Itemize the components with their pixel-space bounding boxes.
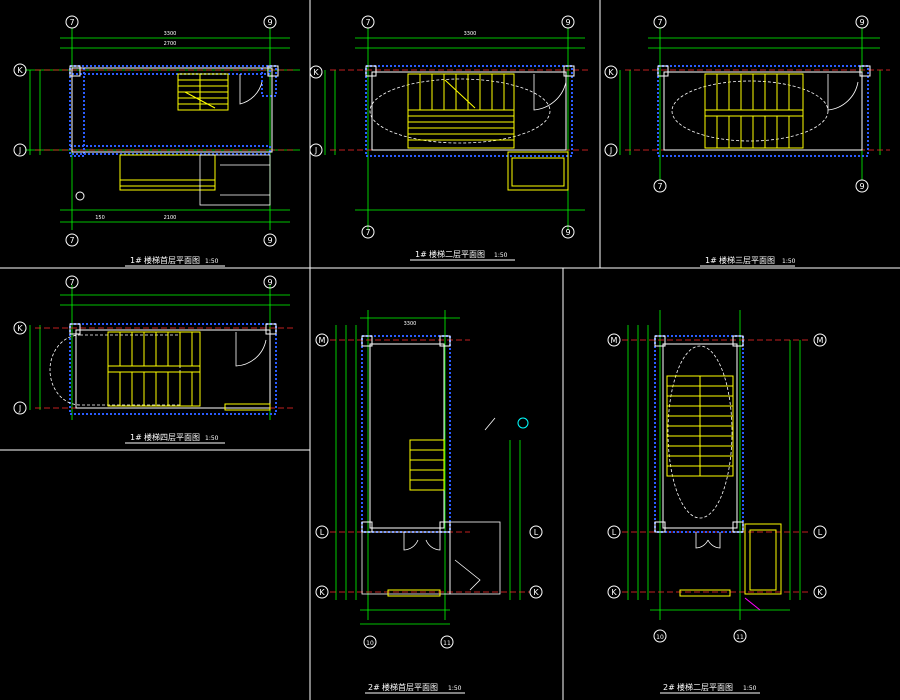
p2-title: 楼梯二层平面图 (429, 249, 485, 259)
p4-title: 楼梯四层平面图 (144, 432, 200, 442)
p5-grid-mid-right: L (534, 528, 539, 537)
p6-scale: 1:50 (743, 685, 757, 692)
p1-dim-top-inner: 2700 (164, 41, 177, 47)
p3-grid-top: K (608, 68, 614, 77)
p3-grid-left-top: 7 (657, 18, 662, 27)
p5-grid-mid: L (320, 528, 325, 537)
p5-grid-right: 11 (443, 640, 451, 647)
p4-title-prefix: 1# (130, 433, 142, 442)
p5-grid-bottom-right: K (533, 588, 539, 597)
p2-scale: 1:50 (494, 252, 508, 259)
panel-6-stair2-second-floor-plan: M L K M L K 10 11 2# 楼梯二层平面图 1:50 (607, 310, 827, 694)
p5-dim-top: 3300 (404, 321, 417, 327)
p3-scale: 1:50 (782, 258, 796, 265)
p4-grid-right: 9 (267, 278, 272, 287)
p4-scale: 1:50 (205, 435, 219, 442)
panel-1-ground-floor-plan: 7 9 7 9 K J 3300 2700 150 2100 1# 楼梯首层平面… (13, 15, 300, 267)
p6-grid-top: M (611, 336, 618, 345)
panel-5-stair2-ground-floor-plan: M L K L K 10 11 3300 2# 楼梯首层平面图 1:50 (315, 310, 543, 694)
p6-grid-top-right: M (817, 336, 824, 345)
p3-title: 楼梯三层平面图 (719, 255, 775, 265)
p5-grid-bottom: K (319, 588, 325, 597)
p2-title-prefix: 1# (415, 250, 427, 259)
p1-grid-bottom: J (18, 146, 21, 155)
p1-grid-left-top: 7 (69, 18, 74, 27)
p2-grid-bottom: J (314, 146, 317, 155)
p6-title-prefix: 2# (663, 683, 675, 692)
p2-grid-left-top: 7 (365, 18, 370, 27)
p3-grid-right-bottom: 9 (859, 182, 864, 191)
p6-grid-bottom-right: K (817, 588, 823, 597)
p2-grid-right-bottom: 9 (565, 228, 570, 237)
p5-scale: 1:50 (448, 685, 462, 692)
p1-grid-right-bottom: 9 (267, 236, 272, 245)
p4-grid-top: K (17, 324, 23, 333)
p5-title-prefix: 2# (368, 683, 380, 692)
p1-grid-top: K (17, 66, 23, 75)
p1-dim-bottom: 150 (95, 215, 105, 221)
p1-grid-right-top: 9 (267, 18, 272, 27)
p6-grid-left: 10 (656, 634, 664, 641)
p5-grid-top: M (319, 336, 326, 345)
panel-4-fourth-floor-plan: 7 9 K J 1# 楼梯四层平面图 1:50 (13, 275, 295, 444)
p1-title-prefix: 1# (130, 256, 142, 265)
p6-grid-right: 11 (736, 634, 744, 641)
p2-grid-right-top: 9 (565, 18, 570, 27)
panel-2-second-floor-plan: 7 9 7 9 K J 3300 1# 楼梯二层平面图 1:50 (309, 15, 590, 261)
panel-3-third-floor-plan: 7 9 7 9 K J 1# 楼梯三层平面图 1:50 (604, 15, 890, 267)
p3-grid-bottom: J (609, 146, 612, 155)
p1-scale: 1:50 (205, 258, 219, 265)
p4-grid-bottom: J (18, 404, 21, 413)
p6-grid-mid: L (612, 528, 617, 537)
p1-title: 楼梯首层平面图 (144, 255, 200, 265)
p3-title-prefix: 1# (705, 256, 717, 265)
p6-title: 楼梯二层平面图 (677, 682, 733, 692)
p3-grid-right-top: 9 (859, 18, 864, 27)
p2-grid-top: K (313, 68, 319, 77)
p1-grid-left-bottom: 7 (69, 236, 74, 245)
p2-grid-left-bottom: 7 (365, 228, 370, 237)
p2-dim-top: 3300 (464, 31, 477, 37)
p6-grid-mid-right: L (818, 528, 823, 537)
p4-grid-left: 7 (69, 278, 74, 287)
p1-dim-bottom2: 2100 (164, 215, 177, 221)
p1-dim-top: 3300 (164, 31, 177, 37)
p5-title: 楼梯首层平面图 (382, 682, 438, 692)
p3-grid-left-bottom: 7 (657, 182, 662, 191)
p5-grid-left: 10 (366, 640, 374, 647)
p6-grid-bottom: K (611, 588, 617, 597)
